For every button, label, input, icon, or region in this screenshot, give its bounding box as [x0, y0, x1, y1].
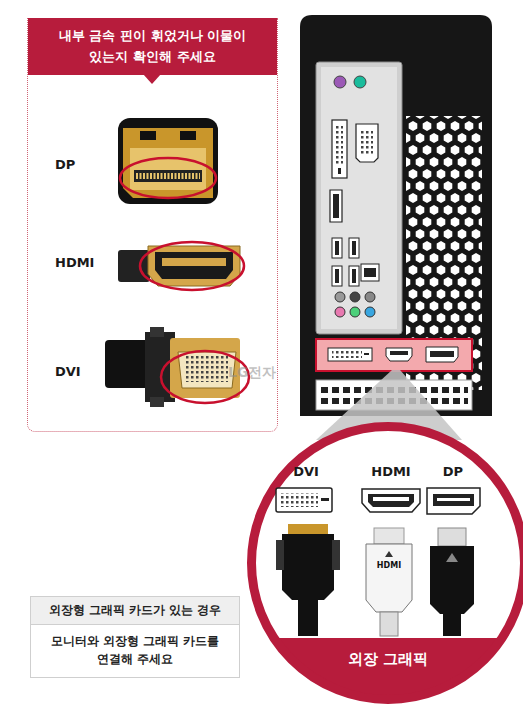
io-panel — [332, 120, 347, 178]
io-panel — [330, 190, 342, 222]
dvi-connector — [145, 332, 175, 402]
io-panel — [354, 76, 366, 88]
note-body: 모니터와 외장형 그래픽 카드를 연결해 주세요 — [30, 625, 240, 678]
banner-pointer — [143, 74, 161, 84]
io-panel — [335, 269, 339, 283]
hdmi-connector — [148, 246, 240, 286]
io-panel — [349, 238, 359, 258]
dvi-connector — [105, 327, 240, 407]
hdmi-connector — [118, 246, 240, 286]
graphics-band-label: 외장 그래픽 — [247, 650, 523, 669]
io-panel — [336, 125, 343, 165]
io-panel — [332, 266, 342, 286]
graphics-card-slot — [386, 348, 412, 361]
io-panel — [321, 67, 397, 329]
graphics-card-slot — [390, 351, 408, 355]
connector-name: DP — [55, 157, 75, 173]
dp-connector — [130, 148, 206, 190]
graphics-card-slot — [430, 351, 454, 357]
io-panel — [335, 292, 345, 302]
io-panel — [316, 62, 402, 334]
io-panel — [349, 266, 359, 286]
io-panel — [332, 238, 342, 258]
io-panel — [365, 307, 375, 317]
warning-banner: 내부 금속 핀이 휘었거나 이물이 있는지 확인해 주세요 — [28, 18, 277, 75]
dp-connector — [118, 118, 218, 204]
io-panel — [361, 264, 379, 281]
graphics-band — [247, 638, 523, 704]
io-panel — [350, 292, 360, 302]
port-name: DP — [413, 464, 493, 480]
io-panel — [352, 269, 356, 283]
io-panel — [352, 241, 356, 255]
io-panel — [350, 307, 360, 317]
port-name: DVI — [266, 464, 346, 480]
dp-connector — [140, 131, 156, 140]
dvi-connector — [178, 352, 236, 388]
hdmi-connector — [162, 258, 226, 266]
dvi-connector — [150, 397, 164, 407]
highlight-ellipse — [120, 158, 216, 198]
dp-connector — [123, 128, 213, 198]
pc-tower — [300, 15, 492, 416]
graphics-card-slot — [332, 351, 362, 358]
graphics-card-slot — [316, 339, 472, 371]
connector-name: DVI — [55, 364, 81, 380]
note-heading: 외장형 그래픽 카드가 있는 경우 — [30, 596, 240, 625]
graphics-card-slot — [328, 348, 372, 361]
hdmi-connector — [155, 252, 233, 279]
note-box: 외장형 그래픽 카드가 있는 경우모니터와 외장형 그래픽 카드를 연결해 주세… — [30, 596, 240, 678]
highlight-ellipse — [140, 242, 244, 290]
dp-connector — [134, 170, 202, 182]
plug-marking: HDMI — [349, 561, 429, 571]
port-name: HDMI — [351, 464, 431, 480]
hdmi-connector — [118, 250, 150, 282]
io-panel — [335, 241, 339, 255]
io-panel — [365, 292, 375, 302]
io-panel — [334, 76, 346, 88]
io-panel — [316, 62, 402, 334]
graphics-card-slot — [316, 339, 472, 371]
dp-connector — [180, 131, 196, 140]
dvi-connector — [184, 356, 228, 382]
io-panel — [364, 268, 376, 277]
graphics-card-slot — [364, 353, 369, 355]
io-panel — [356, 124, 378, 162]
pc-tower — [300, 15, 492, 416]
dvi-connector — [150, 327, 164, 337]
dp-connector — [118, 118, 218, 204]
dp-connector — [136, 173, 200, 179]
watermark: LG전자 — [228, 364, 276, 380]
connector-name: HDMI — [55, 255, 94, 271]
io-panel — [361, 130, 373, 156]
io-panel — [338, 168, 341, 174]
io-panel — [333, 194, 339, 218]
io-panel — [335, 307, 345, 317]
graphics-card-slot — [426, 347, 458, 362]
dvi-connector — [105, 340, 150, 388]
